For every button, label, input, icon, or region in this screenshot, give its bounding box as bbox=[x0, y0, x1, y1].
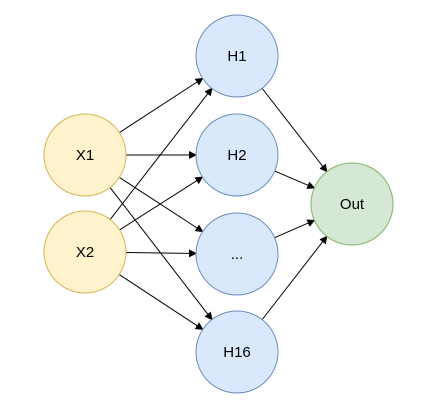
node-h-ellipsis-circle bbox=[195, 212, 279, 296]
edge-x2-to-h1 bbox=[109, 87, 213, 220]
node-out-label: Out bbox=[340, 196, 365, 213]
node-h-ellipsis-label: ... bbox=[231, 246, 244, 263]
edge-h-ellipsis-to-out bbox=[274, 219, 316, 239]
node-h16-circle bbox=[195, 310, 279, 394]
node-x2: X2 bbox=[43, 210, 127, 294]
node-h16: H16 bbox=[195, 310, 279, 394]
node-x1-label: X1 bbox=[76, 147, 94, 164]
edge-x1-to-h1 bbox=[119, 77, 204, 134]
node-h2-label: H2 bbox=[227, 147, 246, 164]
edge-h2-to-out bbox=[274, 170, 316, 189]
node-x2-label: X2 bbox=[76, 244, 94, 261]
node-h-ellipsis: ... bbox=[195, 212, 279, 296]
node-out-circle bbox=[310, 162, 394, 246]
edge-h16-to-out bbox=[261, 235, 328, 320]
node-h2-circle bbox=[195, 113, 279, 197]
node-h1-label: H1 bbox=[227, 48, 246, 65]
node-h2: H2 bbox=[195, 113, 279, 197]
node-x1: X1 bbox=[43, 113, 127, 197]
node-x1-circle bbox=[43, 113, 127, 197]
edge-x1-to-h-ellipsis bbox=[119, 176, 204, 233]
edge-x2-to-h2 bbox=[119, 176, 204, 231]
node-h1-circle bbox=[195, 14, 279, 98]
node-h16-label: H16 bbox=[223, 344, 251, 361]
edge-x2-to-h16 bbox=[118, 274, 204, 331]
edge-x2-to-h-ellipsis bbox=[125, 249, 198, 258]
node-out: Out bbox=[310, 162, 394, 246]
node-h1: H1 bbox=[195, 14, 279, 98]
edge-h1-to-out bbox=[261, 88, 328, 173]
edges bbox=[109, 77, 328, 331]
node-x2-circle bbox=[43, 210, 127, 294]
